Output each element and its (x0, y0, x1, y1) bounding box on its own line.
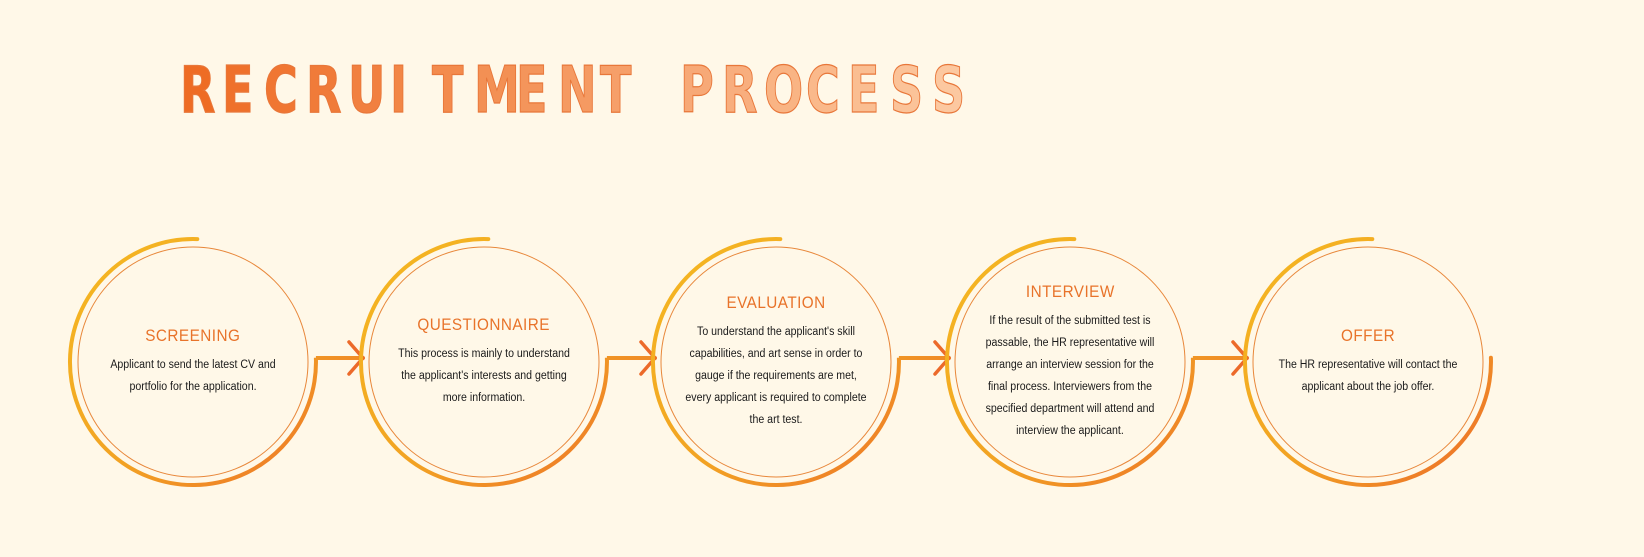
inner-ring (1252, 246, 1484, 478)
title-letter: P (680, 54, 715, 128)
step-interview: INTERVIEW If the result of the submitted… (955, 247, 1185, 477)
step-title: SCREENING (145, 326, 241, 345)
step-description: The HR representative will contact the a… (1278, 359, 1458, 393)
step-description: This process is mainly to understand the… (398, 348, 570, 404)
step-offer: OFFER The HR representative will contact… (1253, 247, 1483, 477)
step-description: If the result of the submitted test is p… (985, 315, 1155, 437)
outer-arc-connector (945, 237, 1249, 487)
step-evaluation: EVALUATION To understand the applicant's… (661, 247, 891, 477)
step-description: Applicant to send the latest CV and port… (110, 359, 276, 393)
title-letter: E (222, 54, 254, 128)
title-letter: I (390, 54, 408, 128)
step-description: To understand the applicant's skill capa… (685, 326, 867, 426)
step-title: INTERVIEW (1025, 282, 1115, 301)
title-letter: C (806, 54, 841, 128)
inner-ring (77, 246, 309, 478)
title-letter: R (306, 54, 342, 128)
step-screening: SCREENING Applicant to send the latest C… (78, 247, 308, 477)
title-letter: E (516, 54, 548, 128)
outer-arc-connector (359, 237, 657, 487)
inner-ring (660, 246, 892, 478)
title-letter: E (848, 54, 880, 128)
title-letter: T (432, 54, 464, 128)
step-title: OFFER (1340, 326, 1396, 345)
title-letter: R (722, 54, 758, 128)
inner-ring (368, 246, 600, 478)
step-questionnaire: QUESTIONNAIRE This process is mainly to … (369, 247, 599, 477)
title-letter: S (890, 54, 924, 128)
title-letter: C (264, 54, 299, 128)
outer-arc-connector (68, 237, 365, 487)
outer-arc-connector (651, 237, 951, 487)
title-letter: S (932, 54, 966, 128)
step-title: EVALUATION (726, 293, 826, 312)
inner-ring (954, 246, 1186, 478)
title-letter: R (180, 54, 216, 128)
step-title: QUESTIONNAIRE (417, 315, 551, 334)
outer-arc-connector (1243, 237, 1493, 487)
title-letter: T (600, 54, 632, 128)
